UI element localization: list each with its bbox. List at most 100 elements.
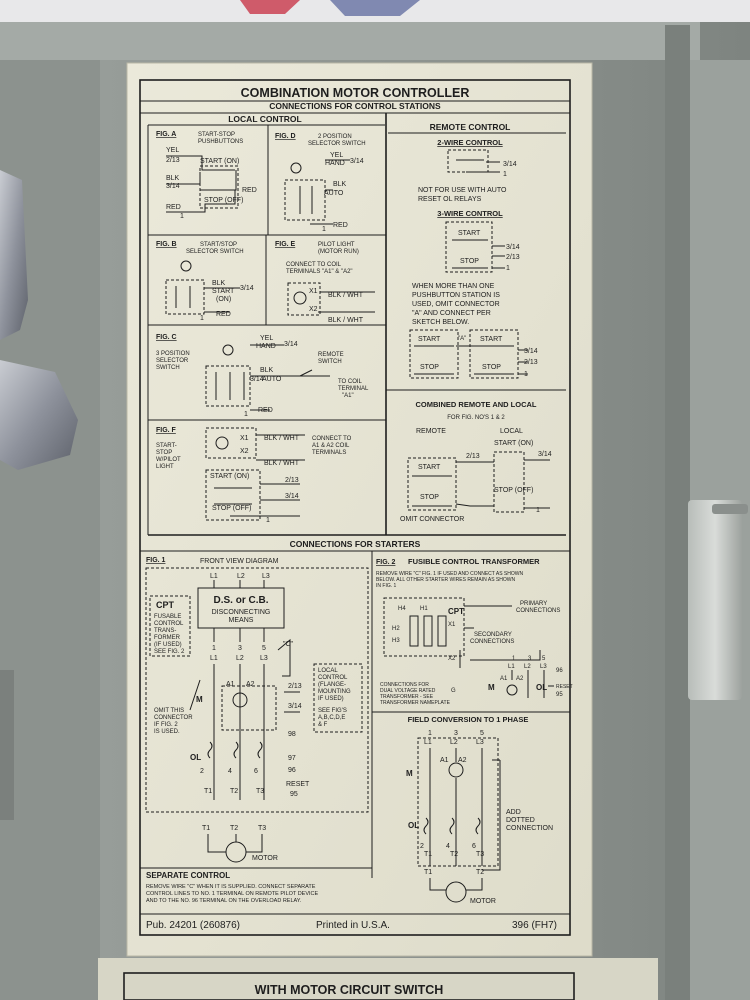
two-wire-note-2: RESET OL RELAYS — [418, 196, 482, 203]
field-conversion-title: FIELD CONVERSION TO 1 PHASE — [408, 715, 529, 724]
multi-station-note: WHEN MORE THAN ONE — [412, 283, 495, 290]
fig-b-on: (ON) — [216, 296, 231, 303]
field-n1: 1 — [428, 730, 432, 737]
fig-b-desc: START/STOP — [200, 242, 237, 248]
fig-c-coil-2: TERMINAL — [338, 386, 369, 392]
fig-1-n6: 6 — [254, 768, 258, 775]
fig-1-a1: A1 — [226, 681, 235, 688]
fig-2-h1: H1 — [420, 606, 428, 612]
fig-e-note: CONNECT TO COIL — [286, 262, 342, 268]
fig-a-term-1: 1 — [180, 213, 184, 220]
field-n3: 3 — [454, 730, 458, 737]
fig-a-desc: START-STOP — [198, 132, 235, 138]
fig-2-overload: OL — [536, 683, 547, 692]
fig-f-desc-3: W/PILOT — [156, 457, 181, 463]
fig-a-wire-yel: YEL — [166, 147, 179, 154]
fig-b-start: START — [212, 288, 235, 295]
fig-a-term-213: 2/13 — [166, 157, 180, 164]
fig-2-a2: A2 — [516, 676, 524, 682]
fig-2-fuse-3 — [437, 615, 447, 647]
three-wire-term-314: 3/14 — [506, 244, 520, 251]
combined-omit-connector: OMIT CONNECTOR — [400, 516, 464, 523]
fig-2-n3: 3 — [528, 656, 532, 662]
multi-start-2: START — [480, 336, 503, 343]
multi-term-213: 2/13 — [524, 359, 538, 366]
separate-control-note-2: CONTROL LINES TO NO. 1 TERMINAL ON REMOT… — [146, 891, 318, 897]
fig-d-auto: AUTO — [324, 190, 344, 197]
fig-1-cpt-1: FUSABLE — [154, 614, 181, 620]
fig-d-wire-yel: YEL — [330, 152, 343, 159]
fig-2-title: FUSIBLE CONTROL TRANSFORMER — [408, 557, 540, 566]
bottom-label: WITH MOTOR CIRCUIT SWITCH — [255, 983, 444, 997]
fig-1-a2: A2 — [246, 681, 255, 688]
fig-1-motor-t2: T2 — [230, 825, 238, 832]
fig-e-desc: PILOT LIGHT — [318, 242, 355, 248]
fig-a-stop: STOP (OFF) — [204, 197, 243, 204]
fig-b-wire-blk: BLK — [212, 280, 226, 287]
fig-1-l2: L2 — [237, 573, 245, 580]
multi-connector-a: "A" — [458, 336, 466, 342]
fig-f-label: FIG. F — [156, 427, 177, 434]
fig-2-n95: 95 — [556, 692, 563, 698]
fig-f-x1: X1 — [240, 435, 249, 442]
fig-2-n1: 1 — [512, 656, 516, 662]
combined-stop: STOP — [420, 494, 439, 501]
fig-1-n5: 5 — [262, 645, 266, 652]
field-motor-t1: T1 — [424, 869, 432, 876]
combined-title: COMBINED REMOTE AND LOCAL — [416, 400, 537, 409]
two-wire-note: NOT FOR USE WITH AUTO — [418, 187, 507, 194]
field-a2: A2 — [458, 757, 467, 764]
control-stations-header: CONNECTIONS FOR CONTROL STATIONS — [269, 101, 441, 111]
fig-2-note-3: IN FIG. 1 — [376, 583, 397, 589]
fig-1-n4: 4 — [228, 768, 232, 775]
fig-c-term-1: 1 — [244, 411, 248, 418]
door-right-flange — [665, 25, 690, 1000]
fig-2-fuse-1 — [409, 615, 419, 647]
field-n6: 6 — [472, 843, 476, 850]
fig-d-term-1: 1 — [322, 226, 326, 233]
fig-c-label: FIG. C — [156, 334, 177, 341]
field-motor-t2: T2 — [476, 869, 484, 876]
three-wire-term-213: 2/13 — [506, 254, 520, 261]
fig-1-local-control-7: A,B,C,D,E — [318, 715, 345, 721]
fig-1-term-96: 96 — [288, 767, 296, 774]
fig-f-desc: START- — [156, 443, 177, 449]
fig-f-note-3: TERMINALS — [312, 450, 346, 456]
combined-term-314: 3/14 — [538, 451, 552, 458]
fig-1-omit-3: IF FIG. 2 — [154, 722, 178, 728]
fig-c-term-314: 3/14 — [284, 341, 298, 348]
fig-b-label: FIG. B — [156, 241, 177, 248]
multi-term-1: 1 — [524, 371, 528, 378]
fig-f-desc-4: LIGHT — [156, 464, 174, 470]
multi-start-1: START — [418, 336, 441, 343]
field-contactor-m: M — [406, 769, 413, 778]
fig-2-note: REMOVE WIRE "C" FIG. 1 IF USED AND CONNE… — [376, 571, 523, 577]
fig-1-motor-symbol — [225, 841, 247, 863]
label-title: COMBINATION MOTOR CONTROLLER — [241, 86, 470, 100]
fig-2-primary: PRIMARY — [520, 601, 547, 607]
fig-a-wire-red-2: RED — [242, 187, 257, 194]
fig-1-l2-b: L2 — [236, 655, 244, 662]
fig-1-n2: 2 — [200, 768, 204, 775]
fig-f-note: CONNECT TO — [312, 436, 352, 442]
combined-stop-off: STOP (OFF) — [494, 487, 533, 494]
fig-1-cpt-4: FORMER — [154, 635, 181, 641]
fig-1-local-control: LOCAL — [318, 668, 338, 674]
fig-1-local-control-3: (FLANGE- — [318, 682, 346, 688]
fig-2-contactor-m: M — [488, 683, 495, 692]
fig-2-note-2: BELOW. ALL OTHER STARTER WIRES REMAIN AS… — [376, 577, 515, 583]
fig-e-x2: X2 — [309, 306, 318, 313]
lower-label-strip — [98, 958, 658, 1000]
fig-c-selector-symbol — [222, 344, 234, 356]
fig-2-label: FIG. 2 — [376, 559, 396, 566]
multi-stop-1: STOP — [420, 364, 439, 371]
field-n2: 2 — [420, 843, 424, 850]
fig-2-l1: L1 — [508, 664, 515, 670]
door-top-edge — [0, 22, 700, 60]
fig-2-dual-voltage-2: DUAL VOLTAGE RATED — [380, 688, 436, 694]
fig-1-front-view: FRONT VIEW DIAGRAM — [200, 558, 279, 565]
fig-e-x1: X1 — [309, 288, 318, 295]
door-latch — [0, 670, 14, 820]
fig-2-fuse-2 — [423, 615, 433, 647]
